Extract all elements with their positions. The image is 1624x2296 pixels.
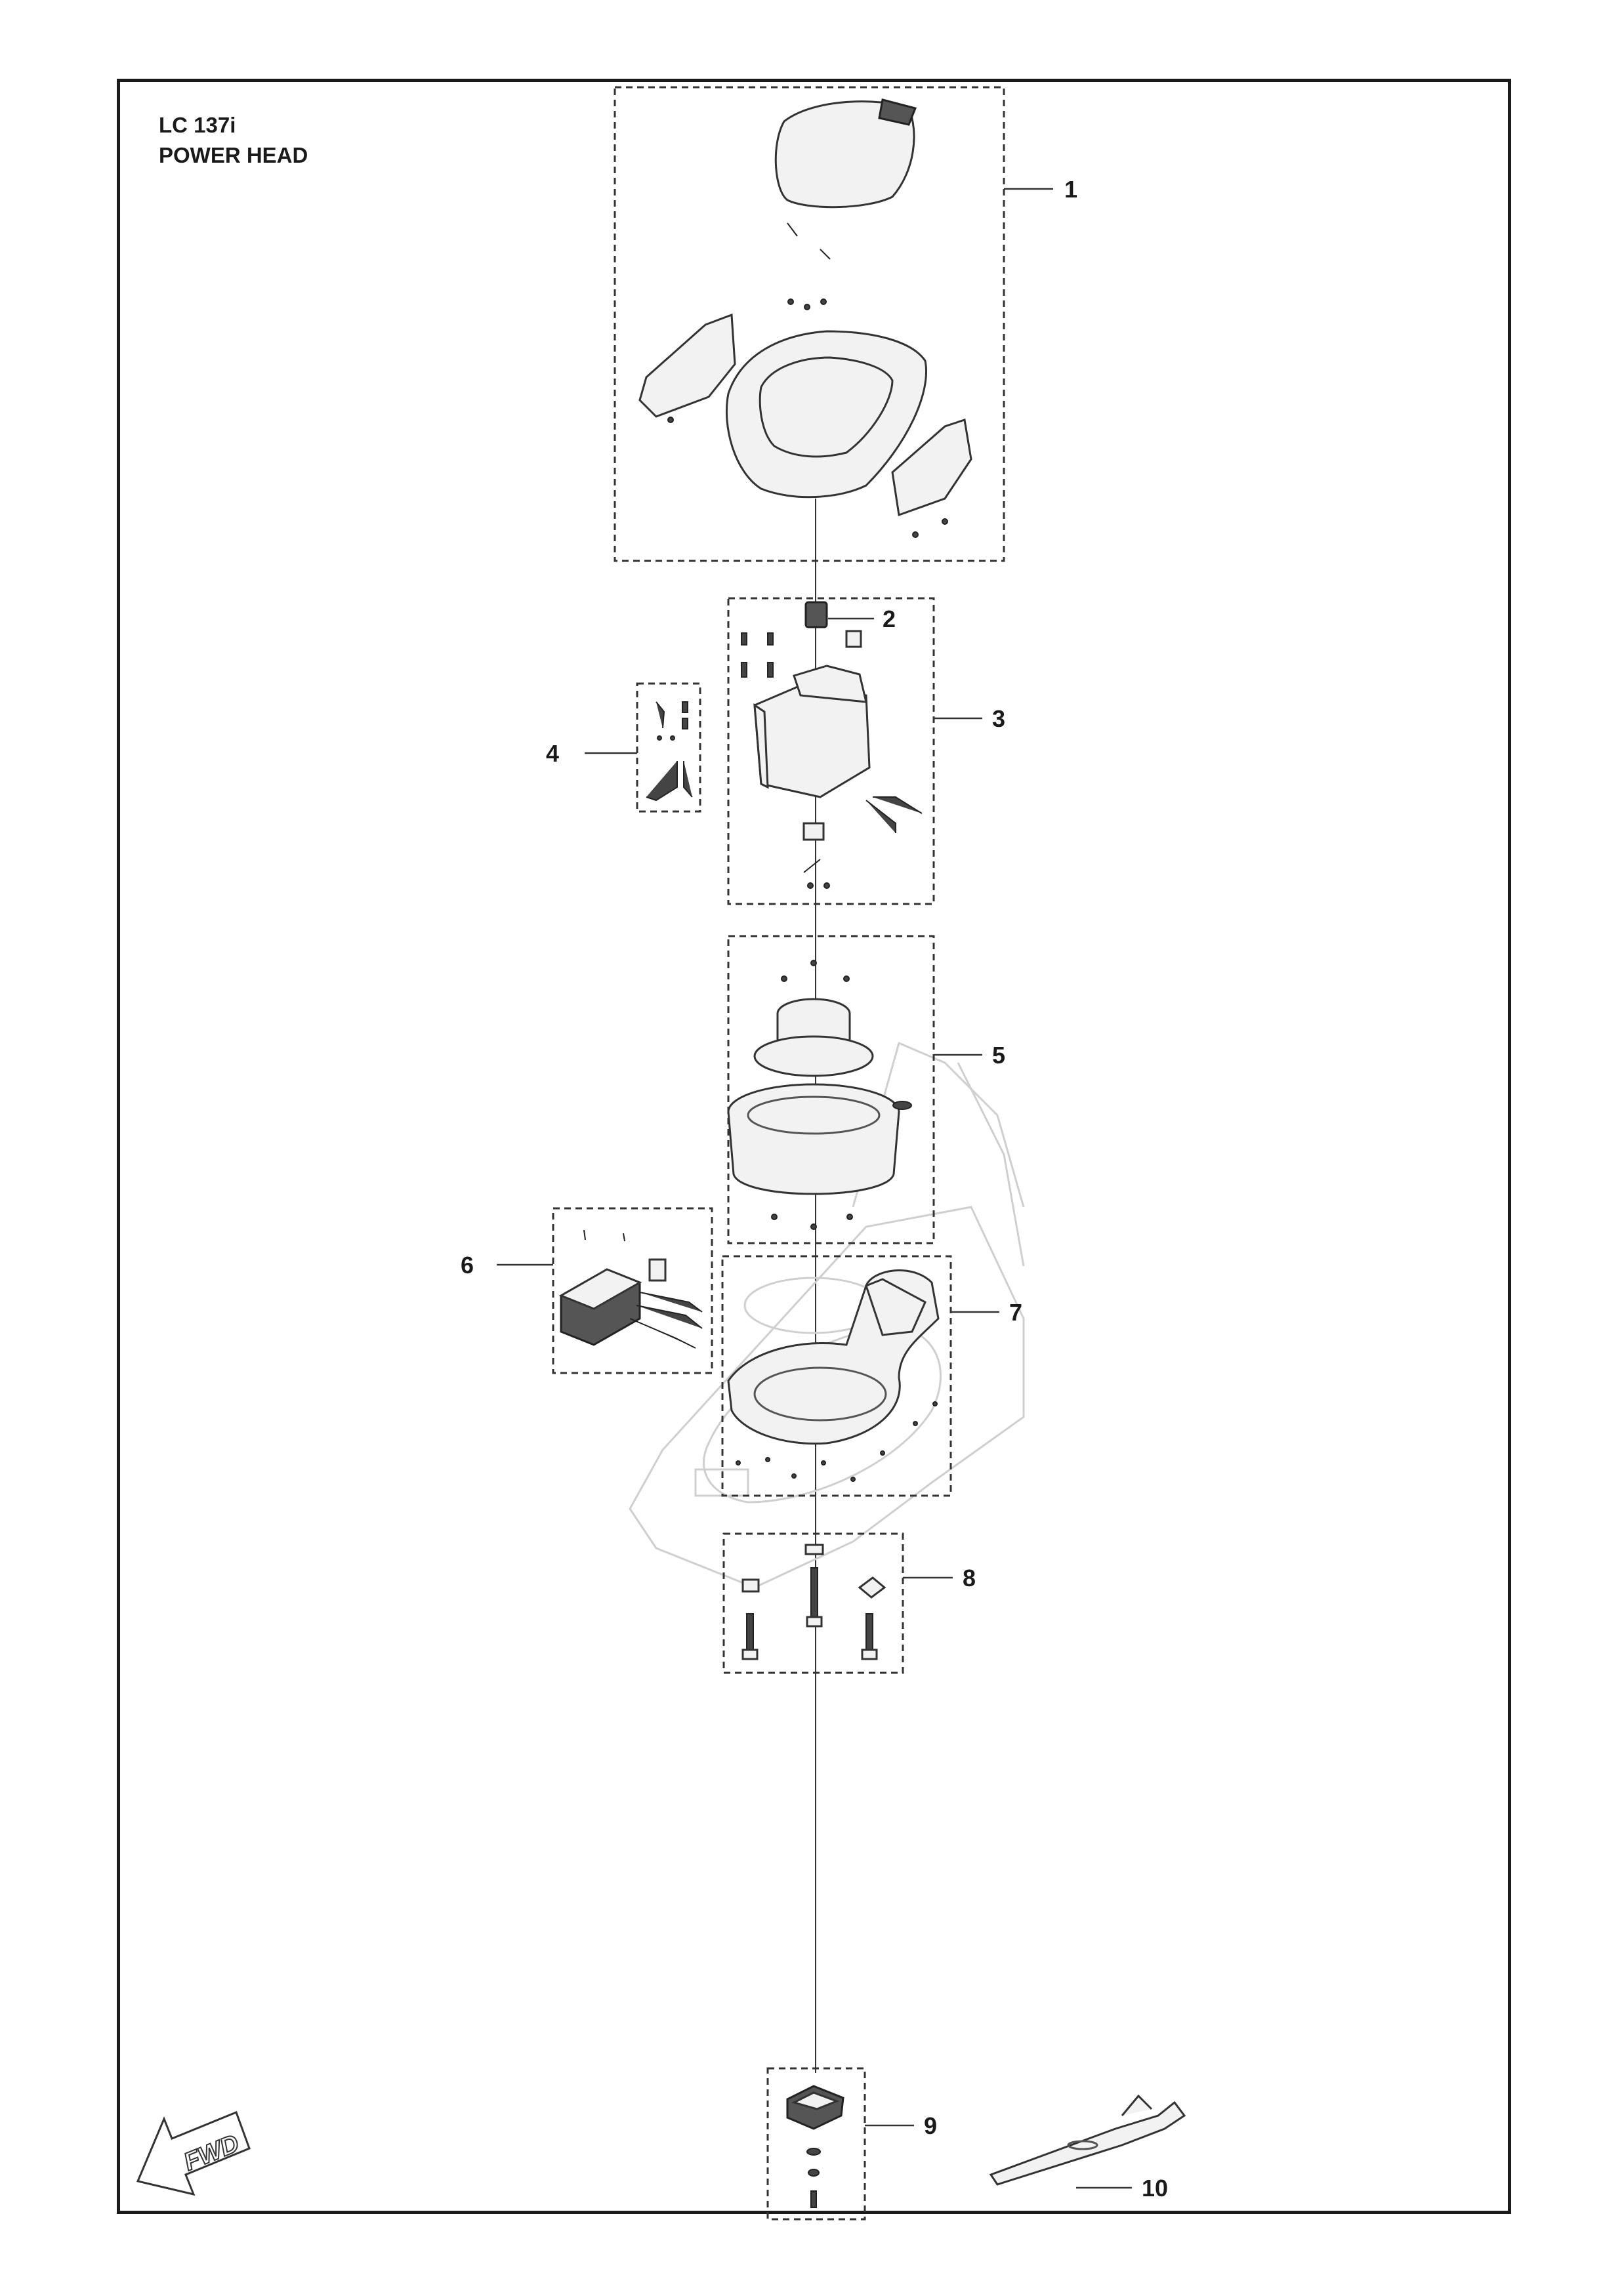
- callout-8: 8: [963, 1565, 976, 1591]
- group-box-5: [727, 935, 935, 1244]
- controller-module: [558, 1229, 703, 1349]
- group-box-3: [727, 597, 935, 905]
- group-box-8: [722, 1532, 904, 1674]
- callout-1: 1: [1064, 176, 1077, 203]
- top-cover-assembly: [638, 98, 972, 538]
- group-box-6: [552, 1207, 713, 1374]
- drawing-frame: [117, 79, 1511, 2214]
- mounting-bolts: [741, 1544, 886, 1660]
- callout-7: 7: [1009, 1299, 1022, 1326]
- callout-4: 4: [546, 740, 559, 767]
- group-box-7: [721, 1255, 952, 1497]
- callout-10: 10: [1142, 2175, 1168, 2202]
- motor-assembly: [727, 960, 912, 1230]
- callout-2: 2: [883, 605, 896, 632]
- lower-housing: [727, 1269, 940, 1482]
- fwd-label: FWD: [180, 2129, 243, 2176]
- switch-part: [804, 601, 828, 628]
- battery-compartment-assembly: [741, 630, 923, 889]
- mower-deck-ghost: [629, 1041, 1025, 1589]
- callout-6: 6: [461, 1252, 474, 1279]
- wiring-kit: [646, 701, 693, 802]
- group-box-9: [766, 2067, 866, 2221]
- group-box-1: [614, 86, 1005, 562]
- callout-9: 9: [924, 2112, 937, 2139]
- blade-hub: [786, 2085, 844, 2208]
- callout-3: 3: [992, 705, 1005, 732]
- cutting-blade: [989, 2094, 1186, 2186]
- forward-arrow-icon: FWD: [136, 2111, 251, 2196]
- callout-5: 5: [992, 1042, 1005, 1069]
- section-title: POWER HEAD: [159, 143, 308, 167]
- group-box-4: [636, 682, 701, 813]
- model-title: LC 137i: [159, 113, 236, 137]
